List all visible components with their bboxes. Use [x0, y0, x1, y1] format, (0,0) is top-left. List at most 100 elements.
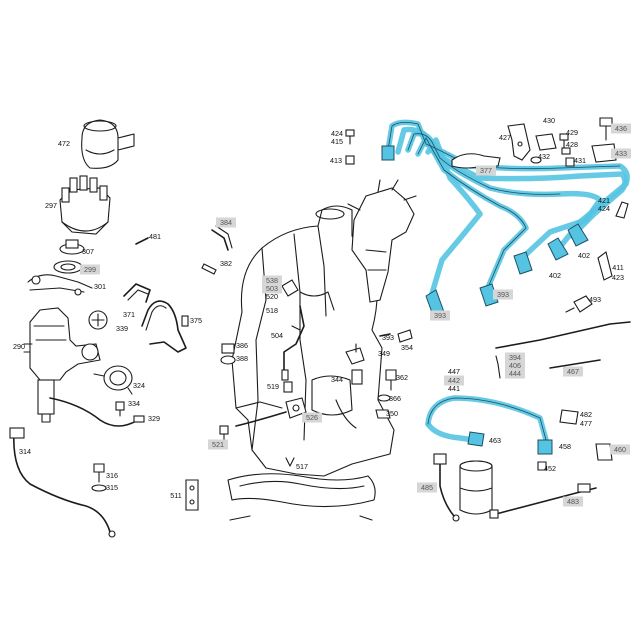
part-label-text: 521	[212, 440, 224, 449]
part-label-text: 316	[106, 471, 118, 480]
part-label-463: 463	[489, 436, 501, 445]
part-label-text: 493	[589, 295, 601, 304]
part-label-520: 520	[266, 292, 278, 301]
part-label-text: 388	[236, 354, 248, 363]
part-label-458: 458	[559, 442, 571, 451]
part-label-text: 314	[19, 447, 31, 456]
part-label-402a: 402	[549, 271, 561, 280]
cable-tie-377	[451, 153, 501, 169]
clamp-430	[535, 133, 557, 151]
part-label-text: 324	[133, 381, 145, 390]
ignition-coil-463	[459, 460, 493, 515]
label-tag-background	[417, 482, 437, 493]
plug-382	[201, 263, 217, 275]
part-label-350: 350	[386, 409, 398, 418]
screw-429	[559, 133, 569, 149]
part-label-362: 362	[396, 373, 408, 382]
part-label-432: 432	[538, 152, 550, 161]
part-label-text: 315	[106, 483, 118, 492]
part-label-386: 386	[236, 341, 248, 350]
part-label-text: 424	[331, 129, 343, 138]
part-label-423: 423	[612, 273, 624, 282]
pulse-sender-526	[235, 397, 307, 427]
part-label-text: 382	[220, 259, 232, 268]
clip-481	[135, 237, 149, 245]
part-label-text: 393	[497, 290, 509, 299]
part-label-text: 371	[123, 310, 135, 319]
plug-connector-411	[597, 251, 613, 281]
part-label-text: 442	[448, 376, 460, 385]
part-label-503: 503	[262, 283, 282, 294]
part-label-329: 329	[148, 414, 160, 423]
part-label-text: 402	[549, 271, 561, 280]
part-label-text: 377	[480, 166, 492, 175]
part-label-text: 518	[266, 306, 278, 315]
part-label-433: 433	[611, 148, 631, 159]
part-label-538: 538	[262, 275, 282, 286]
part-label-429: 429	[566, 128, 578, 137]
part-label-text: 436	[615, 124, 627, 133]
label-tag-background	[505, 360, 525, 371]
label-tag-background	[563, 496, 583, 507]
part-label-339: 339	[116, 324, 128, 333]
vacuum-line-329	[49, 397, 145, 427]
part-label-424b: 424	[598, 204, 610, 213]
part-label-481: 481	[149, 232, 161, 241]
part-label-text: 458	[559, 442, 571, 451]
part-label-354: 354	[401, 343, 413, 352]
part-label-521: 521	[208, 439, 228, 450]
contact-set-301	[27, 274, 93, 296]
part-label-text: 477	[580, 419, 592, 428]
hose-371	[123, 283, 151, 303]
part-label-text: 299	[84, 265, 96, 274]
bolt-436	[599, 117, 613, 141]
part-label-485: 485	[417, 482, 437, 493]
part-label-427: 427	[499, 133, 511, 142]
part-label-431: 431	[574, 156, 586, 165]
part-label-text: 432	[538, 152, 550, 161]
part-label-518: 518	[266, 306, 278, 315]
part-label-334: 334	[128, 399, 140, 408]
part-label-text: 519	[267, 382, 279, 391]
part-number-labels: 4722973072993014813843823713753392903243…	[13, 116, 631, 507]
part-label-text: 504	[271, 331, 283, 340]
part-label-text: 511	[170, 491, 181, 500]
part-label-text: 375	[190, 316, 202, 325]
part-label-text: 452	[544, 464, 556, 473]
label-tag-background	[563, 366, 583, 377]
part-label-text: 431	[574, 156, 586, 165]
part-label-314: 314	[19, 447, 31, 456]
part-label-371: 371	[123, 310, 135, 319]
bolt-316	[93, 463, 105, 483]
part-label-text: 297	[45, 201, 57, 210]
part-label-text: 429	[566, 128, 578, 137]
part-label-316: 316	[106, 471, 118, 480]
part-label-483: 483	[563, 496, 583, 507]
coil-lead-highlight	[425, 395, 553, 455]
washer-366	[377, 394, 391, 402]
label-tag-background	[216, 217, 236, 228]
part-label-text: 415	[331, 137, 343, 146]
label-tag-background	[302, 412, 322, 423]
part-label-424: 424	[331, 129, 343, 138]
part-label-441: 441	[448, 384, 460, 393]
part-label-411: 411	[612, 263, 623, 272]
part-label-text: 428	[566, 140, 578, 149]
part-label-406: 406	[505, 360, 525, 371]
part-label-444: 444	[505, 368, 525, 379]
label-tag-background	[493, 289, 513, 300]
part-label-482: 482	[580, 410, 592, 419]
part-label-393a: 393	[493, 289, 513, 300]
sensor-518	[281, 305, 305, 381]
label-tag-background	[262, 275, 282, 286]
part-label-349: 349	[378, 349, 390, 358]
part-label-421: 421	[598, 196, 610, 205]
nipple-354	[397, 329, 413, 343]
label-tag-background	[611, 123, 631, 134]
rotor-307	[59, 239, 85, 255]
part-label-text: 354	[401, 343, 413, 352]
part-label-text: 339	[116, 324, 128, 333]
hose-384	[211, 225, 233, 251]
seal-ring-299	[53, 260, 83, 274]
part-label-text: 384	[220, 218, 232, 227]
